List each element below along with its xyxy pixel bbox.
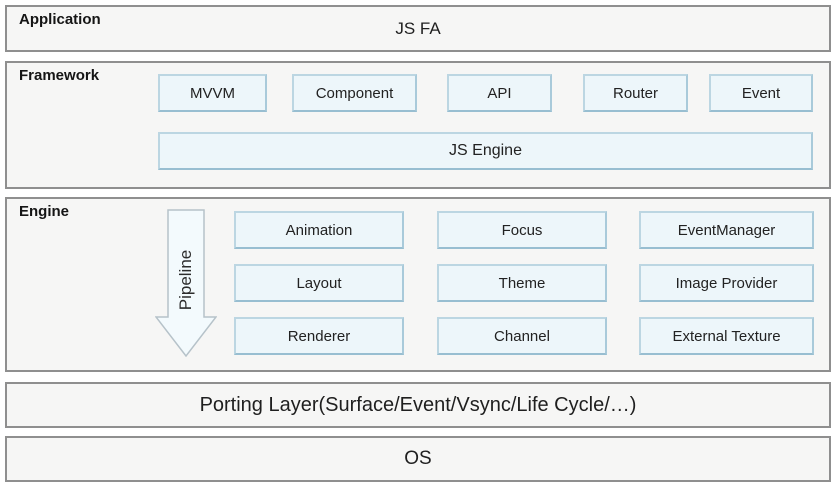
- box-image-provider: Image Provider: [639, 264, 814, 302]
- layer-engine-label: Engine: [19, 203, 70, 220]
- porting-layer-content: Porting Layer(Surface/Event/Vsync/Life C…: [199, 393, 637, 416]
- box-focus: Focus: [437, 211, 607, 249]
- layer-framework-label: Framework: [19, 67, 100, 84]
- pipeline-arrow-icon: [155, 209, 217, 357]
- box-js-engine: JS Engine: [158, 132, 813, 170]
- box-theme: Theme: [437, 264, 607, 302]
- box-router: Router: [583, 74, 688, 112]
- layer-os: OS: [5, 436, 831, 482]
- box-renderer: Renderer: [234, 317, 404, 355]
- box-animation: Animation: [234, 211, 404, 249]
- os-content: OS: [404, 448, 432, 469]
- pipeline-label: Pipeline: [176, 249, 195, 311]
- layer-framework: Framework MVVM Component API Router Even…: [5, 61, 831, 189]
- box-layout: Layout: [234, 264, 404, 302]
- box-channel: Channel: [437, 317, 607, 355]
- layer-application: Application JS FA: [5, 5, 831, 52]
- box-external-texture: External Texture: [639, 317, 814, 355]
- layer-engine: Engine Pipeline Animation Focus EventMan…: [5, 197, 831, 372]
- box-component: Component: [292, 74, 417, 112]
- box-eventmanager: EventManager: [639, 211, 814, 249]
- layer-application-label: Application: [19, 11, 101, 28]
- application-content: JS FA: [395, 18, 441, 38]
- box-api: API: [447, 74, 552, 112]
- box-mvvm: MVVM: [158, 74, 267, 112]
- box-event: Event: [709, 74, 813, 112]
- layer-porting: Porting Layer(Surface/Event/Vsync/Life C…: [5, 382, 831, 428]
